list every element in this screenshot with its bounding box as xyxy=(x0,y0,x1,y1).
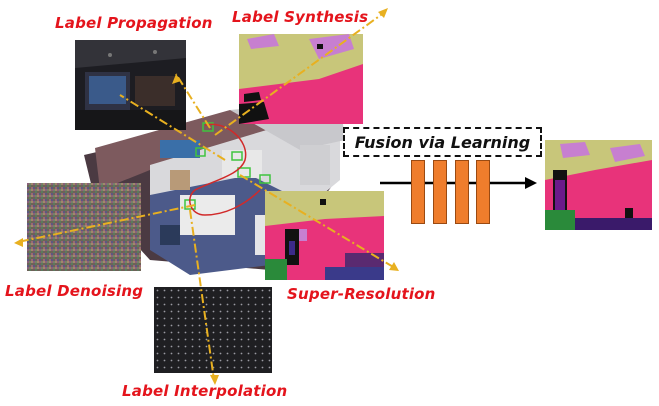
network-layer-4 xyxy=(476,160,490,224)
label-denoising-image xyxy=(27,183,141,271)
fused-output-image xyxy=(545,140,652,230)
network-layer-3 xyxy=(455,160,469,224)
label-interpolation-text: Label Interpolation xyxy=(122,382,288,400)
fusion-label-box: Fusion via Learning xyxy=(343,127,542,157)
label-interpolation-image xyxy=(154,287,272,373)
label-propagation-image xyxy=(75,40,186,130)
super-resolution-text: Super-Resolution xyxy=(287,285,436,303)
fusion-label: Fusion via Learning xyxy=(354,132,531,152)
label-denoising-text: Label Denoising xyxy=(5,282,144,300)
label-propagation-text: Label Propagation xyxy=(55,14,213,32)
network-layer-1 xyxy=(411,160,425,224)
network-layer-2 xyxy=(433,160,447,224)
label-synthesis-image xyxy=(239,34,363,124)
super-resolution-image xyxy=(265,191,384,280)
label-synthesis-text: Label Synthesis xyxy=(232,8,369,26)
